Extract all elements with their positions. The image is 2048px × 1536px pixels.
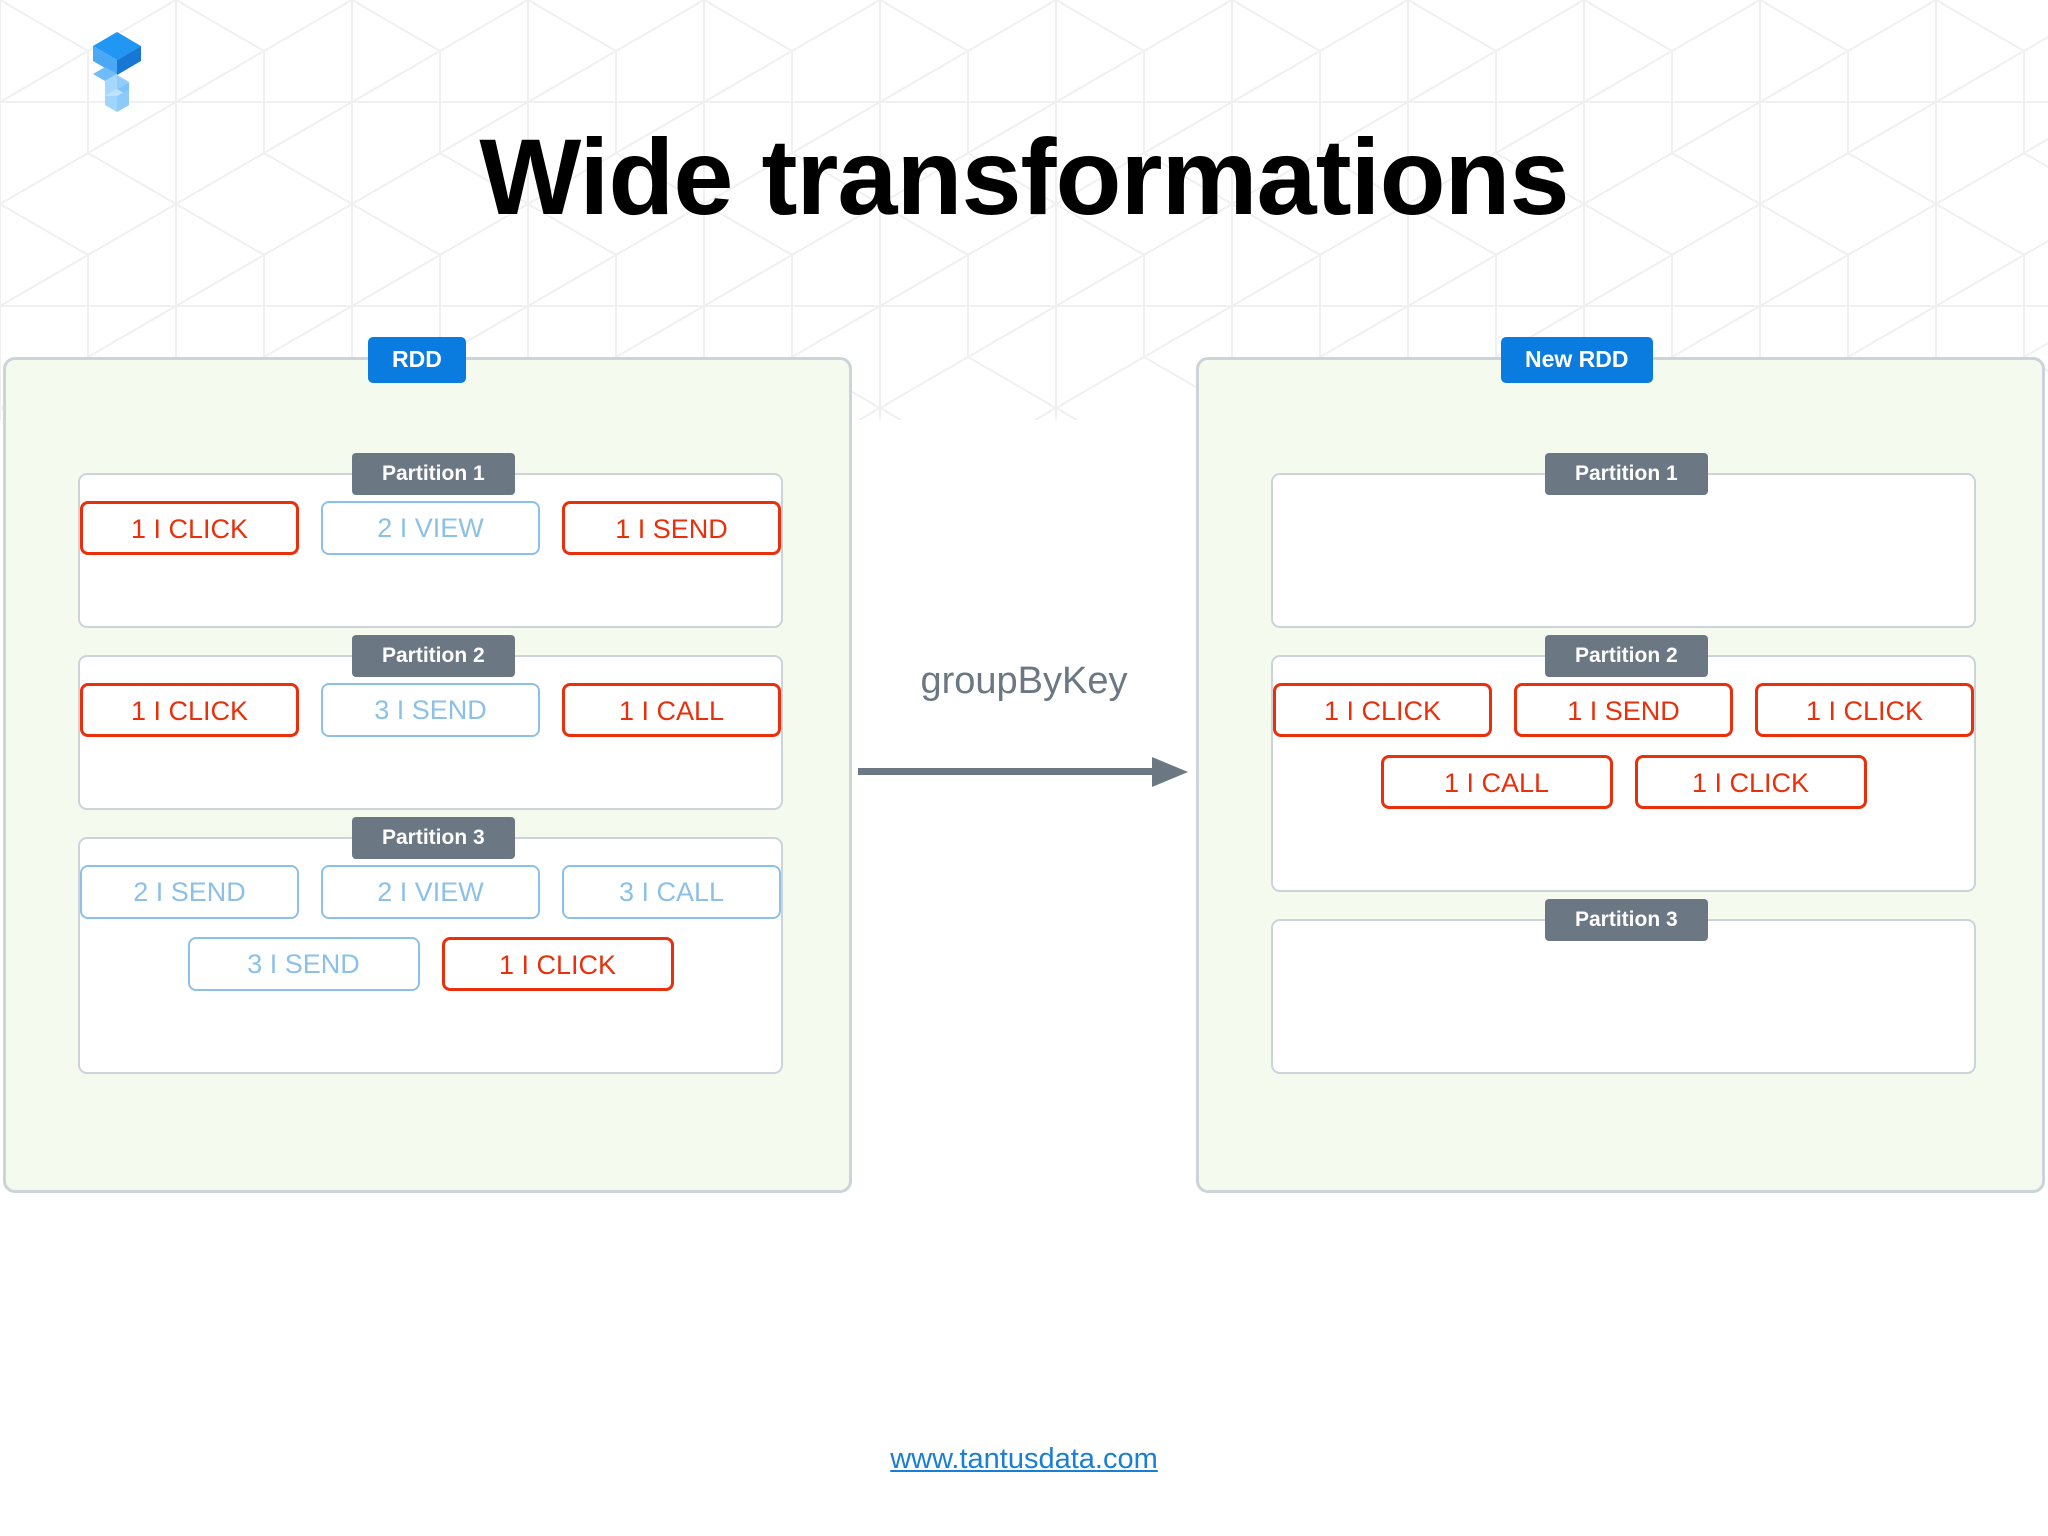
source-partition-3: Partition 3 2 I SEND 2 I VIEW 3 I CALL 3 I S… xyxy=(78,817,783,1074)
record-cell[interactable]: 1 I SEND xyxy=(1514,683,1733,737)
source-partition-1-label: Partition 1 xyxy=(352,453,515,495)
record-row: 2 I SEND 2 I VIEW 3 I CALL xyxy=(80,865,781,919)
target-partition-3-label: Partition 3 xyxy=(1545,899,1708,941)
transformation-label: groupByKey xyxy=(920,660,1128,702)
footer-website-link[interactable]: www.tantusdata.com xyxy=(890,1443,1158,1475)
record-cell[interactable]: 1 I CLICK xyxy=(1273,683,1492,737)
record-cell[interactable]: 1 I CLICK xyxy=(441,937,674,991)
record-cell[interactable]: 1 I CLICK xyxy=(1755,683,1974,737)
target-partition-2-label: Partition 2 xyxy=(1545,635,1708,677)
source-partition-1: Partition 1 1 I CLICK 2 I VIEW 1 I SEND xyxy=(78,453,783,628)
record-cell[interactable]: 1 I CLICK xyxy=(80,501,300,555)
arrow-right-icon-shaft xyxy=(858,768,1158,775)
tantusdata-logo-icon xyxy=(93,32,141,112)
record-row: 1 I CLICK 1 I SEND 1 I CLICK xyxy=(1273,683,1974,737)
record-cell[interactable]: 1 I CLICK xyxy=(80,683,300,737)
record-row: 1 I CLICK 2 I VIEW 1 I SEND xyxy=(80,501,781,555)
record-row: 3 I SEND 1 I CLICK xyxy=(80,937,781,991)
record-cell[interactable]: 3 I CALL xyxy=(562,865,781,919)
page-title: Wide transformations xyxy=(479,116,1569,237)
source-partition-1-rows: 1 I CLICK 2 I VIEW 1 I SEND xyxy=(80,501,781,573)
source-partition-2-label: Partition 2 xyxy=(352,635,515,677)
record-cell[interactable]: 2 I SEND xyxy=(80,865,299,919)
source-rdd-panel: RDD Partition 1 1 I CLICK 2 I VIEW 1 I SEND… xyxy=(3,337,852,1193)
target-partition-1-label: Partition 1 xyxy=(1545,453,1708,495)
target-partition-3: Partition 3 xyxy=(1271,899,1976,1074)
source-partition-3-rows: 2 I SEND 2 I VIEW 3 I CALL 3 I SEND 1 I CLIC… xyxy=(80,865,781,1009)
record-cell[interactable]: 3 I SEND xyxy=(321,683,540,737)
record-cell[interactable]: 1 I CALL xyxy=(1380,755,1613,809)
record-row: 1 I CLICK 3 I SEND 1 I CALL xyxy=(80,683,781,737)
record-cell[interactable]: 2 I VIEW xyxy=(321,865,540,919)
new-rdd-badge: New RDD xyxy=(1501,337,1653,383)
source-partition-2-rows: 1 I CLICK 3 I SEND 1 I CALL xyxy=(80,683,781,755)
record-cell[interactable]: 1 I CALL xyxy=(561,683,781,737)
record-cell[interactable]: 2 I VIEW xyxy=(321,501,540,555)
target-partition-1: Partition 1 xyxy=(1271,453,1976,628)
record-cell[interactable]: 1 I SEND xyxy=(561,501,781,555)
arrow-right-icon-head xyxy=(1152,757,1188,787)
record-cell[interactable]: 3 I SEND xyxy=(187,937,420,991)
source-partition-2: Partition 2 1 I CLICK 3 I SEND 1 I CALL xyxy=(78,635,783,810)
source-partition-3-label: Partition 3 xyxy=(352,817,515,859)
rdd-badge: RDD xyxy=(368,337,466,383)
record-row: 1 I CALL 1 I CLICK xyxy=(1273,755,1974,809)
record-cell[interactable]: 1 I CLICK xyxy=(1634,755,1867,809)
target-partition-2-rows: 1 I CLICK 1 I SEND 1 I CLICK 1 I CALL 1 I CL… xyxy=(1273,683,1974,827)
